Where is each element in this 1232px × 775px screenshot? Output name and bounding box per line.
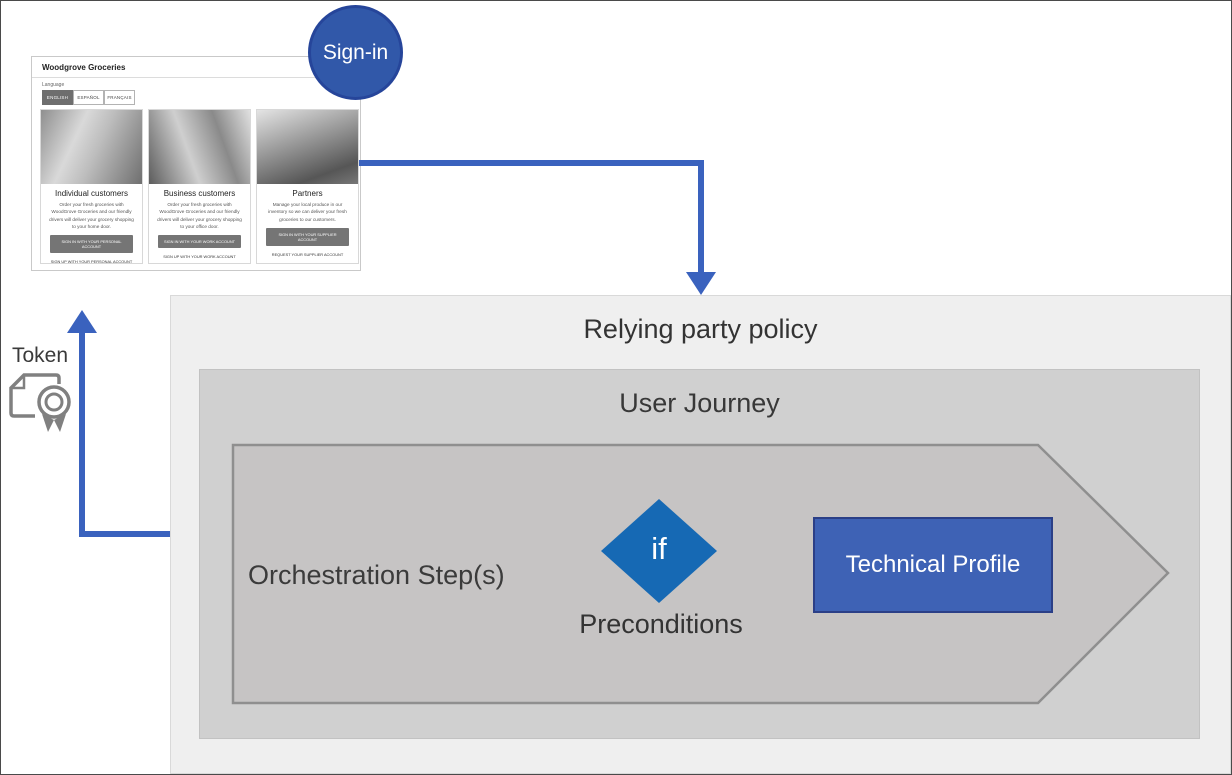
certificate-icon — [9, 373, 71, 432]
token-label: Token — [12, 344, 69, 367]
signin-arrow-vertical — [698, 160, 704, 274]
signin-supplier-button[interactable]: SIGN IN WITH YOUR SUPPLIER ACCOUNT — [266, 227, 349, 246]
technical-profile-box: Technical Profile — [813, 517, 1053, 613]
photo-business-customers — [149, 110, 250, 184]
card-body: Order your fresh groceries with WoodGrov… — [49, 202, 134, 229]
woodgrove-website-screenshot: Woodgrove Groceries Language ENGLISH ESP… — [31, 56, 361, 271]
customer-cards: Individual customers Order your fresh gr… — [40, 109, 359, 264]
arrow-down-icon — [686, 272, 716, 295]
signup-personal-link[interactable]: SIGN UP WITH YOUR PERSONAL ACCOUNT — [50, 259, 133, 265]
if-label: if — [651, 531, 667, 566]
language-section: Language ENGLISH ESPAÑOL FRANÇAIS — [32, 78, 360, 105]
technical-profile-label: Technical Profile — [845, 551, 1021, 578]
card-business-customers: Business customers Order your fresh groc… — [148, 109, 251, 264]
card-title: Partners — [292, 189, 323, 198]
signin-work-button[interactable]: SIGN IN WITH YOUR WORK ACCOUNT — [158, 235, 241, 249]
relying-party-policy-title: Relying party policy — [583, 314, 818, 344]
sign-in-badge: Sign-in — [308, 5, 403, 100]
request-supplier-link[interactable]: REQUEST YOUR SUPPLIER ACCOUNT — [271, 251, 344, 257]
signup-work-link[interactable]: SIGN UP WITH YOUR WORK ACCOUNT — [163, 254, 236, 260]
preconditions-label: Preconditions — [579, 609, 743, 639]
arrow-up-icon — [67, 310, 97, 333]
card-individual-customers: Individual customers Order your fresh gr… — [40, 109, 143, 264]
card-body: Order your fresh groceries with WoodGrov… — [157, 202, 242, 229]
card-partners: Partners Manage your local produce in ou… — [256, 109, 359, 264]
photo-partners — [257, 110, 358, 184]
token-arrow-horizontal — [79, 531, 171, 537]
website-title: Woodgrove Groceries — [32, 57, 360, 78]
language-label: Language — [42, 82, 65, 88]
orchestration-steps-label: Orchestration Step(s) — [248, 560, 505, 590]
language-button-espanol[interactable]: ESPAÑOL — [73, 90, 104, 105]
language-buttons: ENGLISH ESPAÑOL FRANÇAIS — [42, 90, 350, 105]
signin-arrow-horizontal — [359, 160, 704, 166]
if-diamond-shape — [601, 499, 717, 603]
user-journey-title: User Journey — [619, 388, 780, 418]
language-button-francais[interactable]: FRANÇAIS — [104, 90, 135, 105]
card-title: Business customers — [163, 189, 236, 198]
card-title: Individual customers — [55, 189, 128, 198]
card-body: Manage your local produce in our invento… — [268, 202, 347, 222]
sign-in-label: Sign-in — [322, 40, 389, 64]
token-arrow-vertical — [79, 330, 85, 537]
orchestration-steps-shape — [231, 443, 1170, 705]
signin-personal-button[interactable]: SIGN IN WITH YOUR PERSONAL ACCOUNT — [50, 235, 133, 254]
photo-individual-customers — [41, 110, 142, 184]
language-button-english[interactable]: ENGLISH — [42, 90, 73, 105]
